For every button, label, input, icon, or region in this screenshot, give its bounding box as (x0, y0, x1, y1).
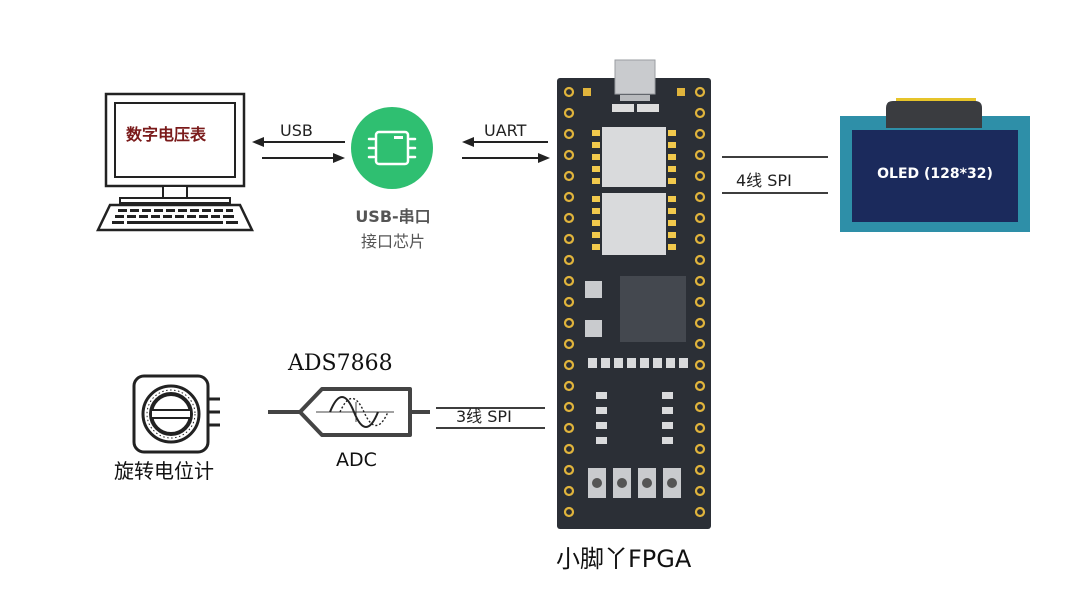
usb-chip-label-line1: USB-串口 (355, 207, 431, 226)
usb-serial-chip-icon (351, 107, 433, 189)
oled-spi-label: 4线 SPI (736, 171, 792, 190)
potentiometer-label: 旋转电位计 (114, 459, 214, 483)
adc-symbol-icon (268, 387, 430, 437)
computer-screen-text: 数字电压表 (126, 125, 207, 144)
fpga-board-icon (557, 59, 711, 529)
adc-title: ADS7868 (288, 351, 393, 376)
usb-chip-label-line2: 接口芯片 (360, 232, 425, 251)
usb-link-arrows (252, 137, 345, 163)
adc-caption: ADC (336, 449, 377, 471)
fpga-board-label: 小脚丫FPGA (556, 545, 692, 573)
uart-link-arrows (462, 137, 550, 163)
adc-spi-label: 3线 SPI (456, 407, 512, 426)
oled-module-icon (840, 98, 1030, 232)
usb-link-label: USB (280, 121, 313, 140)
computer-icon (96, 92, 254, 232)
oled-display-text: OLED (128*32) (877, 166, 993, 182)
potentiometer-icon (132, 374, 220, 454)
adc-spi-lines (436, 407, 545, 429)
oled-spi-lines (722, 156, 828, 194)
uart-link-label: UART (484, 121, 527, 140)
